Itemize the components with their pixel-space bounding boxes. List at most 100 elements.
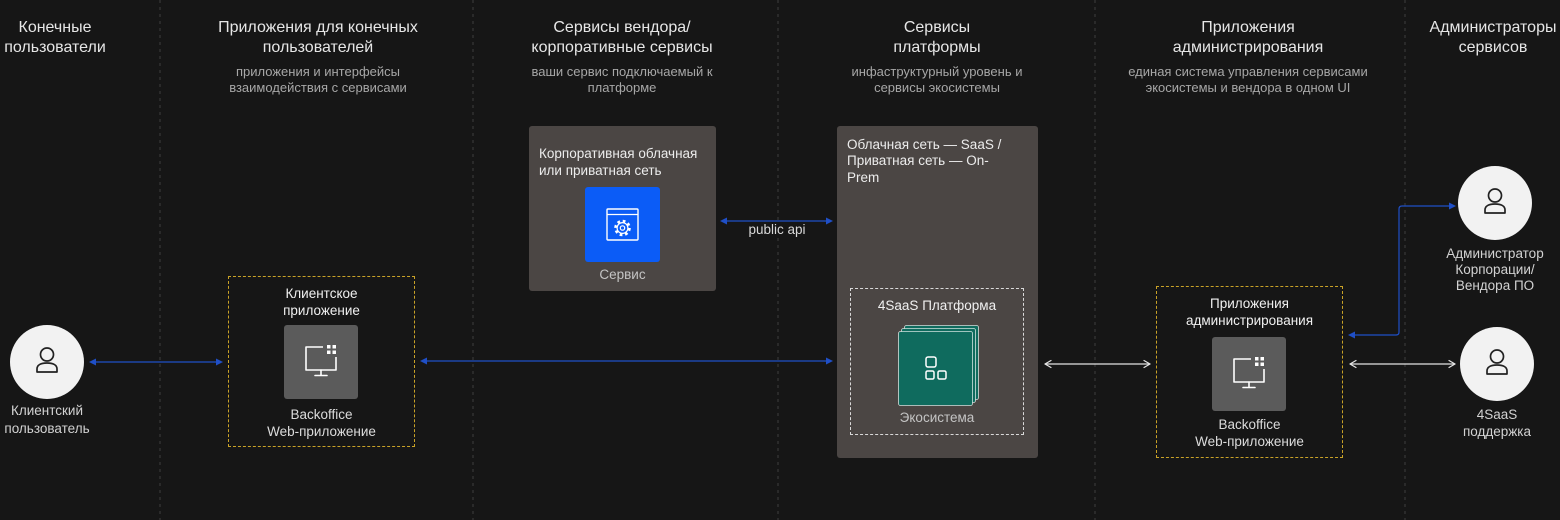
column-subtitle-line: единая система управления сервисами [1128, 64, 1368, 79]
admin-app-title: Приложения администрирования [1157, 295, 1342, 329]
app-title-line: Приложения [1210, 295, 1289, 311]
ecosystem-stack [898, 325, 979, 406]
ecosystem-icon [925, 356, 947, 380]
actor-label-line: Администратор [1446, 246, 1544, 261]
arrowhead-right [1449, 202, 1456, 210]
vendor-service-caption: Сервис [599, 266, 646, 282]
admin-app-box: Приложения администрирования Backoffice … [1156, 286, 1343, 458]
column-title-line: Сервисы вендора/ [553, 19, 691, 36]
client-app-caption: Backoffice Web-приложение [229, 406, 414, 440]
actor-label-line: Клиентский [10, 403, 83, 418]
client-app-box: Клиентское приложение Backoffice Web-при… [228, 276, 415, 447]
client-app-tile [284, 325, 358, 399]
arrowhead-right [1143, 359, 1151, 369]
monitor-apps-icon [305, 345, 337, 377]
support-label: 4SaaS поддержка [1437, 406, 1557, 440]
app-caption-line: Web-приложение [1195, 433, 1304, 449]
public-api-text: public api [745, 222, 809, 237]
network-title-line: Prem [847, 169, 880, 185]
client-user-avatar [10, 325, 84, 399]
app-title-line: приложение [283, 302, 360, 318]
column-subtitle-line: платформе [587, 80, 657, 95]
arrowhead-right [826, 357, 833, 365]
column-service-admins: Администраторы сервисов [1426, 18, 1560, 58]
corporate-admin-avatar [1458, 166, 1532, 240]
column-title-line: Приложения [1201, 19, 1295, 36]
user-icon [36, 347, 58, 373]
network-title-line: Приватная сеть — On- [847, 153, 989, 168]
column-title-line: пользователей [262, 39, 374, 56]
vendor-service-tile [585, 187, 660, 262]
actor-label-line: поддержка [1462, 424, 1532, 439]
app-title-line: администрирования [1185, 312, 1314, 328]
gear-window-icon [606, 208, 639, 241]
column-subtitle-line: приложения и интерфейсы [236, 64, 400, 79]
column-vendor-services: Сервисы вендора/ корпоративные сервисы в… [477, 18, 767, 96]
arrowhead-left [1348, 331, 1355, 339]
column-title-line: корпоративные сервисы [531, 39, 713, 56]
support-avatar [1460, 327, 1534, 401]
public-api-label: public api [737, 222, 817, 238]
client-app-title: Клиентское приложение [229, 285, 414, 319]
platform-network-box: Облачная сеть — SaaS / Приватная сеть — … [837, 126, 1038, 458]
column-admin-apps: Приложения администрирования единая сист… [1098, 18, 1398, 96]
client-user-label: Клиентский пользователь [0, 402, 94, 438]
column-end-user-apps: Приложения для конечных пользователей пр… [168, 18, 468, 96]
platform-network-title: Облачная сеть — SaaS / Приватная сеть — … [847, 137, 1001, 187]
column-end-users: Конечные пользователи [0, 18, 110, 58]
column-title-line: сервисов [1458, 39, 1528, 56]
column-subtitle: инфаструктурный уровень и сервисы экосис… [787, 64, 1087, 96]
arrowhead-right [216, 358, 223, 366]
network-title-line: Корпоративная облачная [539, 145, 698, 161]
admin-app-tile [1212, 337, 1286, 411]
arrowhead-left [420, 357, 427, 365]
app-caption-line: Backoffice [1218, 416, 1281, 432]
stack-card-front [898, 331, 973, 406]
column-title: Конечные пользователи [0, 18, 110, 58]
user-icon [1486, 349, 1508, 375]
monitor-apps-icon [1233, 357, 1265, 389]
app-caption-line: Web-приложение [267, 423, 376, 439]
column-subtitle-line: инфаструктурный уровень и [851, 64, 1023, 79]
column-title: Сервисы вендора/ корпоративные сервисы [477, 18, 767, 58]
actor-label-line: пользователь [4, 421, 90, 436]
network-title-line: или приватная сеть [539, 162, 662, 178]
column-subtitle: ваши сервис подключаемый к платформе [477, 64, 767, 96]
actor-label-line: Корпорации/ [1455, 262, 1535, 277]
arrowhead-right [1448, 359, 1456, 369]
network-title-line: Облачная сеть — SaaS / [847, 136, 1002, 152]
column-subtitle-line: сервисы экосистемы [874, 80, 1000, 95]
user-icon [1484, 188, 1506, 214]
column-platform-services: Сервисы платформы инфаструктурный уровен… [787, 18, 1087, 96]
admin-app-caption: Backoffice Web-приложение [1157, 416, 1342, 450]
arrowhead-left [1044, 359, 1052, 369]
column-title: Приложения администрирования [1098, 18, 1398, 58]
column-subtitle: единая система управления сервисами экос… [1098, 64, 1398, 96]
column-title-line: пользователи [4, 39, 106, 56]
column-title-line: администрирования [1172, 39, 1324, 56]
column-title-line: платформы [893, 39, 981, 56]
platform-box: 4SaaS Платформа Экосистема [850, 288, 1024, 435]
platform-title: 4SaaS Платформа [877, 297, 997, 313]
column-title-line: Администраторы [1429, 19, 1557, 36]
arrowhead-right [826, 217, 833, 225]
column-title: Сервисы платформы [787, 18, 1087, 58]
column-title-line: Конечные [18, 19, 92, 36]
actor-label-line: 4SaaS [1476, 407, 1518, 422]
arrowhead-left [1349, 359, 1357, 369]
ecosystem-caption: Экосистема [899, 409, 975, 425]
vendor-network-title: Корпоративная облачная или приватная сет… [539, 145, 697, 179]
arrowhead-left [89, 358, 96, 366]
app-caption-line: Backoffice [290, 406, 353, 422]
column-subtitle-line: взаимодействия с сервисами [229, 80, 407, 95]
vendor-network-box: Корпоративная облачная или приватная сет… [529, 126, 716, 291]
column-subtitle-line: экосистемы и вендора в одном UI [1145, 80, 1351, 95]
column-title-line: Приложения для конечных [218, 19, 418, 36]
app-title-line: Клиентское [285, 285, 358, 301]
column-title: Приложения для конечных пользователей [168, 18, 468, 58]
column-subtitle: приложения и интерфейсы взаимодействия с… [168, 64, 468, 96]
column-title: Администраторы сервисов [1426, 18, 1560, 58]
corporate-admin-label: Администратор Корпорации/ Вендора ПО [1435, 246, 1555, 294]
column-subtitle-line: ваши сервис подключаемый к [531, 64, 713, 79]
